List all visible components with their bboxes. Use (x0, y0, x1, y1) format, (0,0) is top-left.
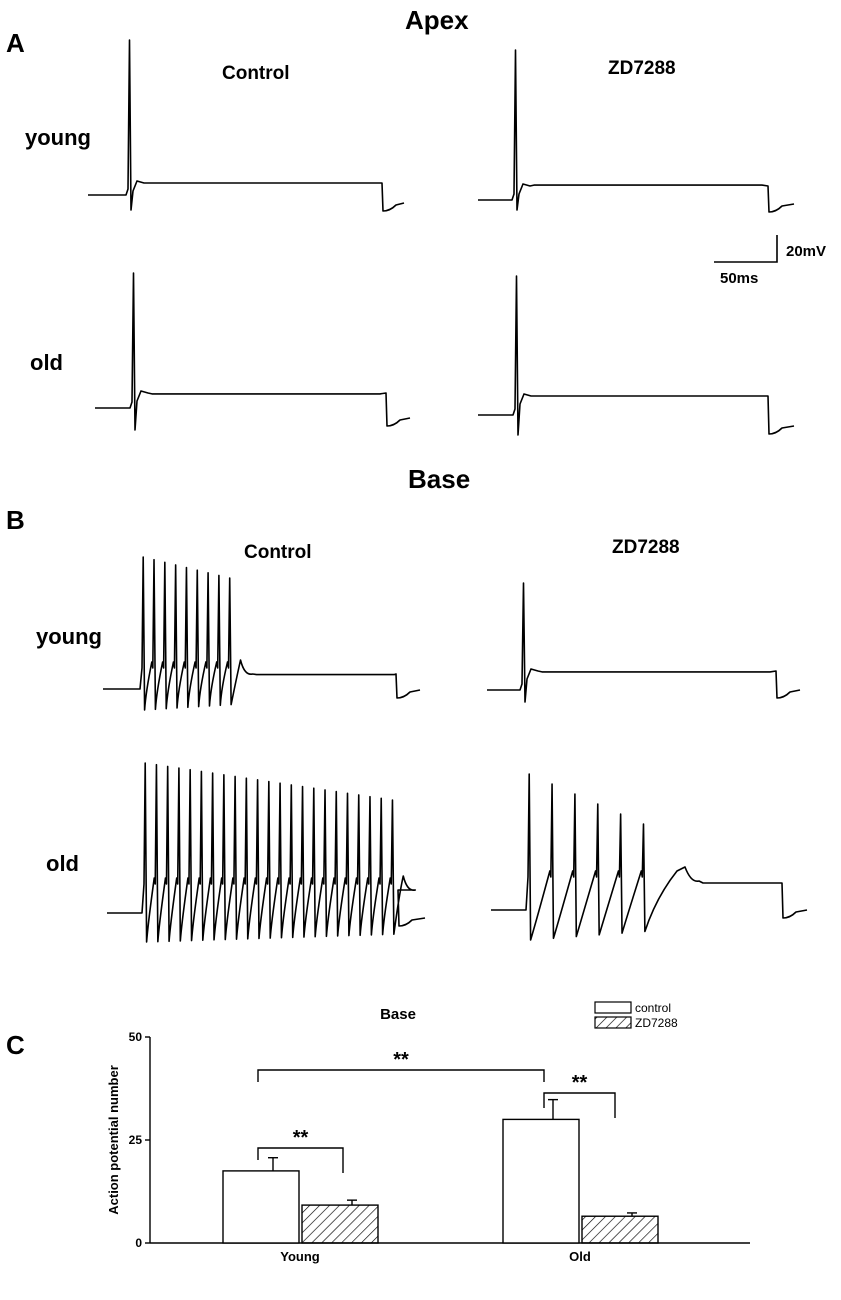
y-tick-label: 0 (135, 1236, 142, 1250)
panel-c-letter: C (6, 1030, 25, 1060)
bar-control-old (502, 1118, 580, 1244)
panel-b-drug-label: ZD7288 (612, 537, 680, 558)
x-category-label: Young (280, 1249, 320, 1264)
chart-title: Base (380, 1006, 416, 1023)
panel-a-drug-label: ZD7288 (608, 58, 676, 79)
panel-b-letter: B (6, 505, 25, 535)
voltage-trace-line (95, 272, 411, 431)
voltage-trace-line (103, 556, 421, 711)
voltage-trace-line (491, 773, 808, 941)
y-axis-label: Action potential number (106, 1065, 121, 1215)
voltage-trace-line (478, 49, 795, 213)
panel-b-young-label: young (36, 624, 102, 649)
scale-bar-time: 50ms (720, 270, 759, 287)
voltage-trace-line (487, 582, 801, 703)
significance-young (257, 1147, 344, 1173)
y-tick-label: 50 (129, 1030, 143, 1044)
panel-b-control-label: Control (244, 542, 312, 563)
panel-a-title: Apex (405, 5, 469, 35)
bar-control-young (222, 1170, 300, 1244)
panel-b-old-label: old (46, 851, 79, 876)
significance-control-label: ** (393, 1049, 409, 1071)
legend-label-control: control (635, 1001, 671, 1015)
scale-bar (714, 235, 778, 263)
panel-a-old-label: old (30, 350, 63, 375)
panel-a-control-label: Control (222, 63, 290, 84)
bar-zd7288-old (581, 1215, 659, 1244)
y-tick-label: 25 (129, 1133, 143, 1147)
significance-old (543, 1092, 616, 1118)
voltage-trace-line (478, 275, 795, 436)
panel-a-young-label: young (25, 125, 91, 150)
panel-b-title: Base (408, 464, 471, 494)
panel-a-letter: A (6, 28, 25, 58)
significance-old-label: ** (572, 1072, 588, 1094)
legend-swatch-control (594, 1001, 632, 1014)
scale-bar-voltage: 20mV (786, 243, 827, 260)
significance-young-label: ** (293, 1127, 309, 1149)
legend-label-zd7288: ZD7288 (635, 1016, 678, 1030)
legend-swatch-zd7288 (594, 1016, 632, 1029)
voltage-trace-line (88, 39, 405, 212)
bar-zd7288-young (301, 1204, 379, 1244)
voltage-trace-line (107, 762, 426, 943)
significance-control (257, 1069, 545, 1082)
x-category-label: Old (569, 1249, 591, 1264)
